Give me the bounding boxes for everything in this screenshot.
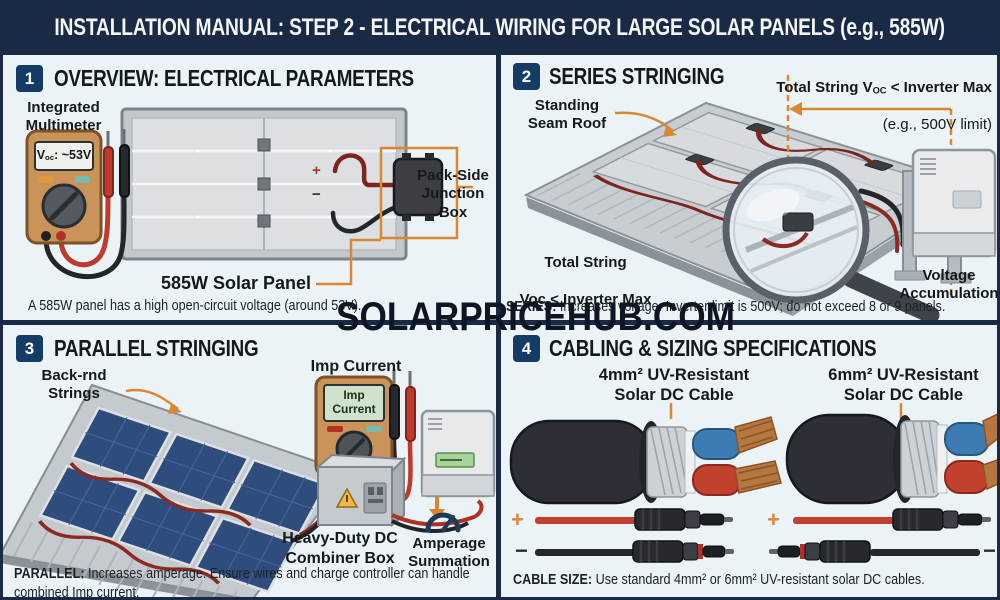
watermark: SOLARPRICEHUB.COM — [336, 295, 735, 339]
imp-current-label: Imp Current — [310, 358, 402, 375]
roof-label: Standing Seam Roof — [527, 97, 607, 133]
horizontal-divider — [0, 320, 1000, 325]
string-wire-red — [854, 198, 900, 253]
negative-wire — [330, 204, 399, 234]
cable-6mm-label: 6mm² UV-Resistant Solar DC Cable — [828, 366, 979, 405]
page-title: INSTALLATION MANUAL: STEP 2 - ELECTRICAL… — [54, 13, 946, 41]
section-cabling: 4 CABLING & SIZING SPECIFICATIONS 4mm² U… — [501, 325, 1000, 600]
panel-label: 585W Solar Panel — [160, 273, 312, 293]
warning-icon — [335, 487, 359, 508]
section-number-badge: 2 — [513, 63, 540, 90]
section-heading: CABLING & SIZING SPECIFICATIONS — [549, 335, 877, 361]
cabling-caption: CABLE SIZE: Use standard 4mm² or 6mm² UV… — [513, 571, 925, 588]
roof-leader-arrow — [663, 127, 677, 137]
meter-display-value: Voc: ~53V — [36, 148, 92, 163]
polarity-plus-label: + — [312, 162, 321, 179]
voc-arrowhead — [789, 102, 802, 116]
output-wire-black — [391, 519, 469, 533]
roof-leader-line — [614, 111, 674, 132]
cabling-illustration — [509, 403, 1000, 563]
right-border — [997, 55, 1000, 600]
positive-wire — [332, 153, 399, 188]
output-wire-red — [391, 499, 484, 527]
junction-box-label: Pack-Side Junction Box — [417, 167, 489, 221]
cable-4mm-icon — [509, 416, 782, 505]
mc4-connector-pair-left — [535, 508, 734, 563]
vertical-divider — [496, 55, 501, 600]
section-heading: PARALLEL STRINGING — [54, 335, 259, 361]
gauge-icon — [425, 512, 461, 533]
title-bar: INSTALLATION MANUAL: STEP 2 - ELECTRICAL… — [0, 0, 1000, 55]
voltage-accumulation-label: Voltage Accumulation — [899, 267, 999, 303]
inverter-icon — [894, 148, 997, 284]
section-heading: OVERVIEW: ELECTRICAL PARAMETERS — [54, 65, 414, 91]
section-number-badge: 1 — [16, 65, 43, 92]
section-number-badge: 3 — [16, 335, 43, 362]
multimeter-label: Integrated Multimeter — [25, 99, 102, 135]
section-overview: 1 OVERVIEW: ELECTRICAL PARAMETERS Integr… — [0, 55, 496, 320]
panel-leader-line — [316, 238, 381, 286]
charge-controller-icon — [420, 409, 496, 498]
junction-highlight-box — [379, 146, 459, 240]
section-series: 2 SERIES STRINGING Total String VOC < In… — [501, 55, 1000, 320]
polarity-minus-label: − — [312, 186, 321, 203]
section-number-badge: 4 — [513, 335, 540, 362]
total-string-voc-label: Total String Voc < Inverter Max (e.g., 5… — [519, 254, 652, 308]
parallel-illustration — [0, 369, 496, 600]
multimeter-icon — [25, 129, 130, 280]
series-caption: SERIES: Increases voltage. Inverter limi… — [506, 298, 946, 315]
left-border — [0, 55, 3, 600]
cable-6mm-icon — [785, 412, 1000, 505]
cable-4mm-label: 4mm² UV-Resistant Solar DC Cable — [598, 366, 750, 405]
junction-box-icon — [392, 153, 444, 221]
meter-display-value: Imp Current — [332, 388, 376, 416]
polarity-minus-label: − — [515, 538, 528, 563]
overview-caption: A 585W panel has a high open-circuit vol… — [28, 297, 362, 314]
polarity-plus-label: + — [511, 507, 524, 532]
section-parallel: 3 PARALLEL STRINGING Back-rnd Strings Im… — [0, 325, 496, 600]
strings-label: Back-rnd Strings — [41, 367, 107, 403]
solar-panel-icon — [120, 107, 408, 261]
amperage-label: Amperage Summation — [408, 535, 490, 571]
mc4-connector-pair-right — [769, 508, 991, 563]
series-illustration — [523, 75, 997, 320]
roof-strings-icon — [0, 383, 352, 600]
section-heading: SERIES STRINGING — [549, 63, 725, 89]
polarity-minus-label: − — [983, 538, 996, 563]
strings-leader-arrow — [168, 404, 182, 414]
voc-limit-label: Total String VOC < Inverter Max (e.g., 5… — [776, 79, 992, 133]
combiner-label: Heavy-Duty DC Combiner Box — [282, 530, 398, 567]
polarity-plus-label: + — [767, 507, 780, 532]
overview-illustration — [25, 107, 473, 286]
parallel-caption: PARALLEL: Increases amperage. Ensure wir… — [14, 565, 470, 600]
combiner-box-icon — [315, 453, 407, 528]
strings-leader-line — [125, 388, 179, 410]
magnifier-icon — [722, 156, 940, 320]
